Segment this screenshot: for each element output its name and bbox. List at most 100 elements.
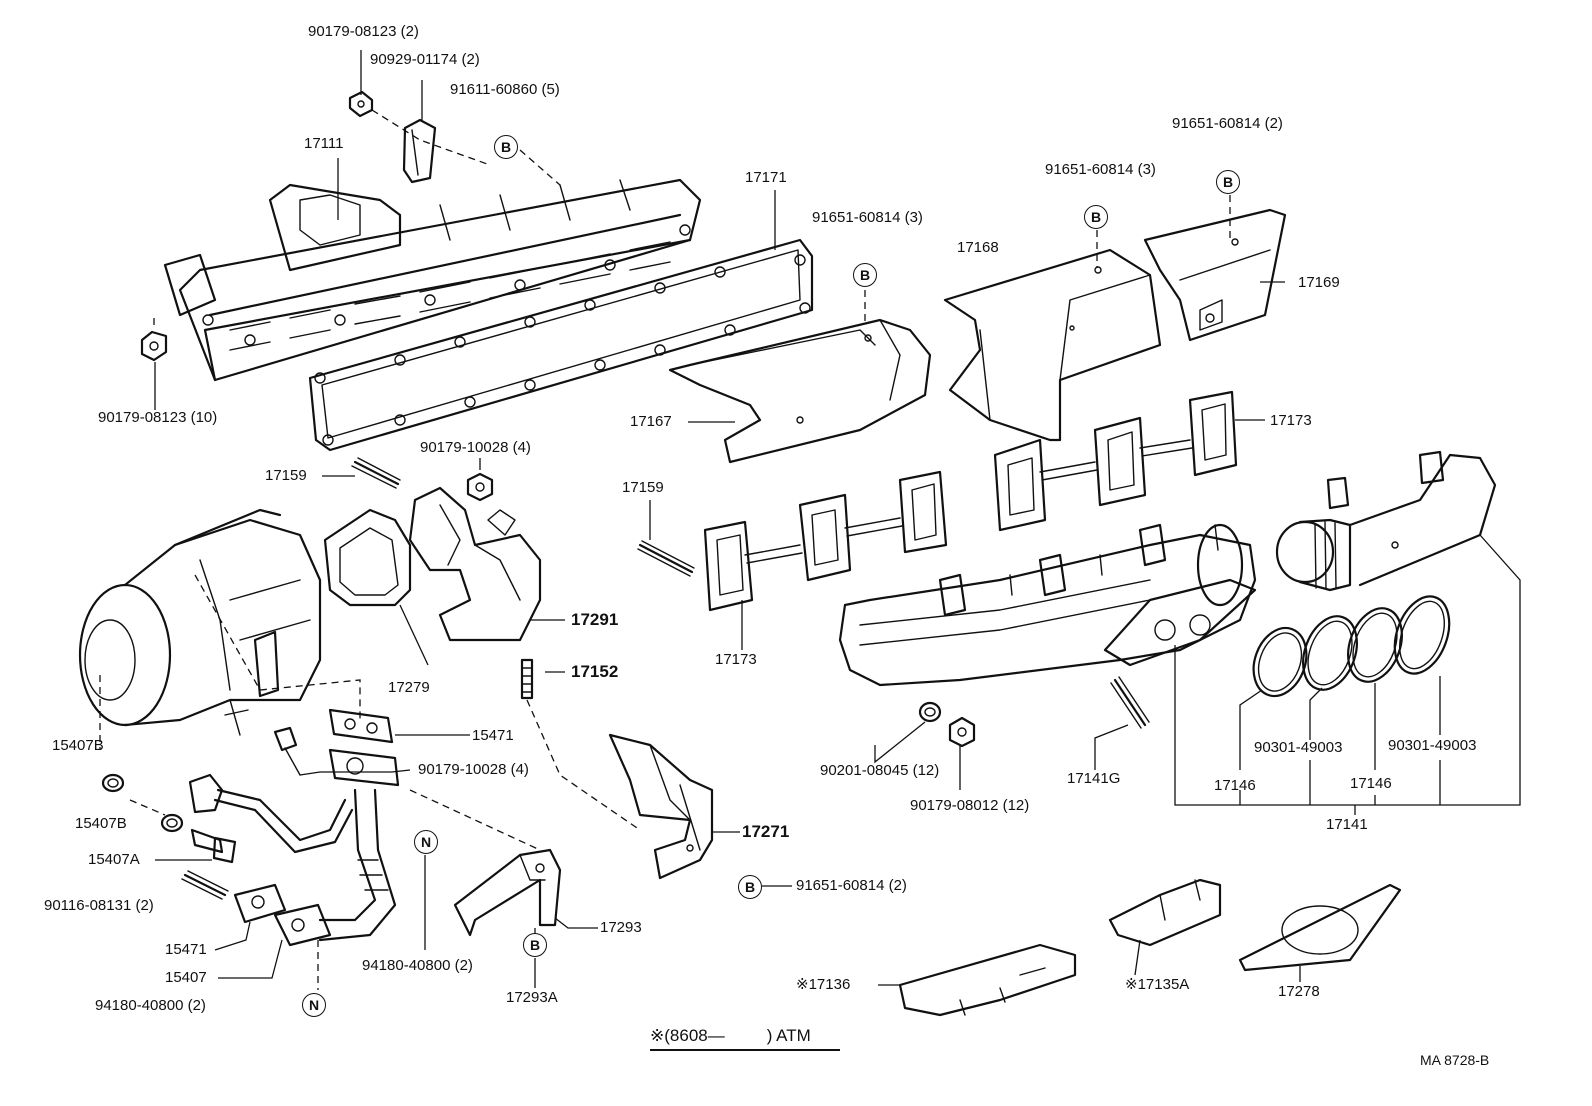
label-15407A: 15407A	[88, 851, 140, 868]
callout-b-17169: B	[1216, 170, 1240, 194]
label-90929-01174: 90929-01174 (2)	[370, 51, 480, 68]
label-17291: 17291	[571, 610, 619, 629]
stud-17141G	[1110, 676, 1150, 729]
label-15471-a: 15471	[472, 727, 514, 744]
callout-b-17167: B	[853, 263, 877, 287]
label-91651-60814-3b: 91651-60814 (3)	[1045, 161, 1156, 178]
turbocharger	[78, 508, 361, 736]
gasket-17278	[1238, 883, 1402, 972]
label-17159-b: 17159	[622, 479, 664, 496]
oil-inlet-pipe	[188, 773, 354, 854]
callout-b-17293: B	[523, 933, 547, 957]
ring-90301-49003-b	[1393, 595, 1451, 675]
nut-90179-10028-a	[466, 472, 494, 502]
label-17293: 17293	[600, 919, 642, 936]
stud-17152	[520, 658, 534, 700]
gasket-17173-upper	[993, 390, 1238, 532]
footnote-range: ※(8608—	[650, 1026, 725, 1045]
leader-lines	[154, 50, 1521, 1006]
label-90201-08045: 90201-08045 (12)	[820, 762, 940, 779]
label-90116-08131: 90116-08131 (2)	[44, 897, 154, 914]
callout-n-lower: N	[302, 993, 326, 1017]
bolt-15407A	[190, 828, 237, 864]
label-94180-40800-b: 94180-40800 (2)	[362, 957, 473, 974]
gasket-15471-b	[233, 883, 287, 924]
footnote-suffix: ) ATM	[766, 1026, 811, 1045]
label-90179-10028-4a: 90179-10028 (4)	[420, 439, 531, 456]
callout-b-91611: B	[494, 135, 518, 159]
label-17293A: 17293A	[506, 989, 558, 1006]
label-94180-40800-a: 94180-40800 (2)	[95, 997, 206, 1014]
callout-b-17168: B	[1084, 205, 1108, 229]
label-17279: 17279	[388, 679, 430, 696]
bolt-90116-08131	[181, 870, 229, 900]
label-17173-lower: 17173	[715, 651, 757, 668]
washer-15407B-a	[101, 773, 125, 793]
stud-17159-b	[637, 540, 695, 577]
clip-90929-01174	[402, 118, 437, 184]
nut-90179-08012	[948, 716, 976, 748]
callout-n-upper: N	[414, 830, 438, 854]
heat-insulator-17168	[943, 248, 1162, 442]
label-15407: 15407	[165, 969, 207, 986]
insulator-17135A	[1108, 878, 1222, 947]
nut-90179-08123-left	[140, 330, 168, 362]
label-17136: ※17136	[796, 976, 851, 993]
label-17146-b: 17146	[1350, 775, 1392, 792]
stud-17159-a	[351, 457, 401, 489]
label-17152: 17152	[571, 662, 619, 681]
exhaust-manifold-rear	[1275, 450, 1497, 592]
label-17271: 17271	[742, 822, 790, 841]
label-17173-upper: 17173	[1270, 412, 1312, 429]
washer-90201-08045	[918, 701, 942, 723]
oil-outlet-pipe	[273, 748, 400, 947]
heat-insulator-17169	[1143, 208, 1287, 342]
label-90179-10028-4b: 90179-10028 (4)	[418, 761, 529, 778]
label-17169: 17169	[1298, 274, 1340, 291]
bracket-17293	[453, 848, 562, 937]
label-15407B-b: 15407B	[75, 815, 127, 832]
label-17141G: 17141G	[1067, 770, 1121, 787]
label-91651-60814-2b: 91651-60814 (2)	[796, 877, 907, 894]
heat-insulator-17271	[608, 733, 714, 880]
ring-17146-a	[1252, 626, 1308, 698]
label-15471-b: 15471	[165, 941, 207, 958]
label-17171: 17171	[745, 169, 787, 186]
label-90301-49003-b: 90301-49003	[1388, 737, 1477, 754]
gasket-17279	[323, 508, 412, 607]
exhaust-manifold-front	[838, 523, 1257, 687]
label-91651-60814-2a: 91651-60814 (2)	[1172, 115, 1283, 132]
label-17278: 17278	[1278, 983, 1320, 1000]
label-17167: 17167	[630, 413, 672, 430]
label-17111: 17111	[304, 135, 344, 152]
diagram-code: MA 8728-B	[1420, 1052, 1490, 1068]
label-90179-08123-10: 90179-08123 (10)	[98, 409, 218, 426]
washer-15407B-b	[160, 813, 184, 833]
label-17135A: ※17135A	[1125, 976, 1190, 993]
gasket-17171	[308, 238, 814, 452]
heat-insulator-17167	[668, 318, 932, 464]
label-90179-08123-2: 90179-08123 (2)	[308, 23, 419, 40]
callout-b-17271: B	[738, 875, 762, 899]
gasket-17173-lower	[703, 470, 948, 612]
ring-90301-49003-a	[1302, 615, 1358, 691]
label-91611-60860: 91611-60860 (5)	[450, 81, 560, 98]
elbow-17291	[408, 486, 542, 642]
label-90179-08012: 90179-08012 (12)	[910, 797, 1030, 814]
insulator-17136	[898, 943, 1077, 1017]
bolt-90179-10028-b	[273, 726, 301, 776]
label-91651-60814-3a: 91651-60814 (3)	[812, 209, 923, 226]
footnote-atm: ※(8608— ) ATM	[650, 1026, 840, 1051]
gasket-15471-a	[328, 708, 394, 744]
label-17168: 17168	[957, 239, 999, 256]
dashed-guides	[99, 109, 1231, 990]
intake-manifold-17111	[163, 178, 702, 382]
label-17146-a: 17146	[1214, 777, 1256, 794]
label-17141: 17141	[1326, 816, 1368, 833]
nut-90179-08123-top	[348, 90, 374, 118]
ring-17146-b	[1347, 607, 1403, 683]
label-17159-a: 17159	[265, 467, 307, 484]
label-90301-49003-a: 90301-49003	[1254, 739, 1343, 756]
